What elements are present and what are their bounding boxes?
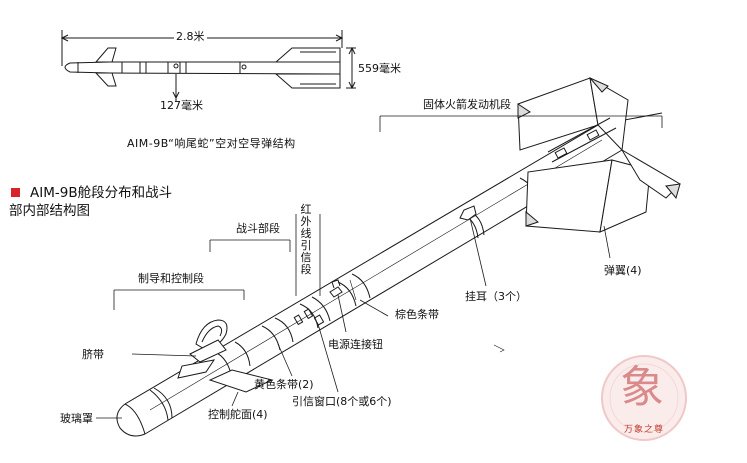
- top-view-missile: [60, 30, 356, 102]
- watermark-glyph: 象: [620, 362, 664, 413]
- brown-band-label: 棕色条带: [395, 308, 439, 321]
- top-view-caption: AIM-9B“响尾蛇”空对空导弹结构: [127, 137, 296, 150]
- length-dimension-label: 2.8米: [174, 30, 207, 43]
- ir-fuze-label: 红外线引信段: [300, 203, 312, 276]
- section-title-line1: AIM-9B舱段分布和战斗: [30, 185, 173, 201]
- glass-dome-label: 玻璃罩: [60, 412, 93, 425]
- watermark-text: 万象之尊: [624, 425, 665, 435]
- lug-label: 挂耳（3个）: [465, 290, 527, 303]
- warhead-label: 战斗部段: [236, 222, 280, 235]
- fin-label: 弹翼(4): [604, 264, 642, 277]
- yellow-band-label: 黄色条带(2): [254, 378, 314, 391]
- section-title-marker: [11, 188, 20, 197]
- canard-label: 控制舵面(4): [208, 408, 268, 421]
- fuze-window-label: 引信窗口(8个或6个): [292, 395, 392, 408]
- span-dimension-label: 559毫米: [358, 62, 401, 75]
- navel-band-label: 脐带: [82, 348, 104, 361]
- leader-lines: [96, 115, 663, 419]
- diameter-dimension-label: 127毫米: [160, 99, 203, 112]
- main-missile: [116, 77, 681, 437]
- rocket-motor-label: 固体火箭发动机段: [423, 98, 511, 111]
- watermark-seal: 象 万象之尊: [598, 352, 690, 444]
- section-title-line2: 部内部结构图: [9, 203, 90, 219]
- power-button-label: 电源连接钮: [328, 338, 383, 351]
- guidance-label: 制导和控制段: [138, 272, 204, 285]
